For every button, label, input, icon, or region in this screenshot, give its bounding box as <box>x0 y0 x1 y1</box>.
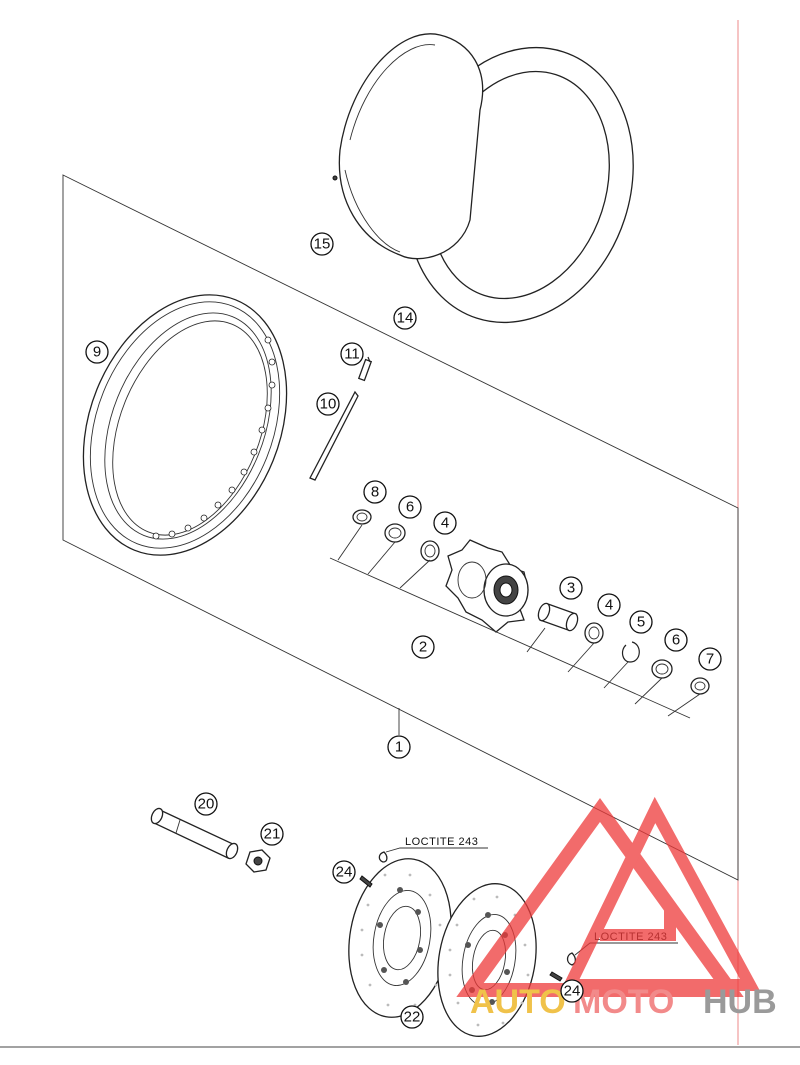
seal-part-4b <box>584 622 604 644</box>
watermark-word-auto: AUTO <box>470 983 566 1021</box>
svg-text:15: 15 <box>314 236 331 253</box>
svg-text:20: 20 <box>198 796 215 813</box>
watermark-word-moto: MOTO <box>573 983 674 1021</box>
callout-1: 1 <box>387 735 411 759</box>
svg-text:8: 8 <box>371 484 379 501</box>
svg-text:24: 24 <box>336 864 353 881</box>
callout-21: 21 <box>260 822 284 846</box>
callout-8: 8 <box>363 480 387 504</box>
svg-text:9: 9 <box>93 344 101 361</box>
screw-part-24a <box>359 851 388 888</box>
svg-text:10: 10 <box>320 396 337 413</box>
svg-text:2: 2 <box>419 639 427 656</box>
watermark-word-hub: HUB <box>703 983 777 1021</box>
ring-part-6b <box>651 659 673 679</box>
nut-part-21 <box>245 849 271 873</box>
seal-part-4a <box>420 540 440 562</box>
callout-7: 7 <box>698 647 722 671</box>
svg-text:11: 11 <box>344 346 360 363</box>
callout-20: 20 <box>194 792 218 816</box>
svg-text:6: 6 <box>672 632 680 649</box>
loctite-label-1: LOCTITE 243 <box>405 836 478 848</box>
svg-text:3: 3 <box>567 580 575 597</box>
axle-part-20 <box>150 807 239 860</box>
callout-6a: 6 <box>398 495 422 519</box>
callout-24a: 24 <box>332 860 356 884</box>
callout-4a: 4 <box>433 511 457 535</box>
svg-text:5: 5 <box>637 614 645 631</box>
ring-part-6a <box>384 523 406 543</box>
svg-text:21: 21 <box>264 826 281 843</box>
callout-24b: 24 <box>560 979 584 1003</box>
svg-text:7: 7 <box>706 651 714 668</box>
callout-2: 2 <box>411 635 435 659</box>
callout-14: 14 <box>393 306 417 330</box>
valve-part-11 <box>357 356 373 382</box>
svg-text:6: 6 <box>406 499 414 516</box>
hub-part-2 <box>445 539 529 633</box>
svg-text:22: 22 <box>404 1009 421 1026</box>
callout-6b: 6 <box>664 628 688 652</box>
callout-4b: 4 <box>597 593 621 617</box>
watermark-text: AUTO MOTO HUB <box>470 983 777 1021</box>
rim-part-9 <box>82 294 288 556</box>
hub-leader-lines <box>329 524 701 735</box>
svg-text:4: 4 <box>441 515 449 532</box>
assembly-panel-outline <box>62 174 739 881</box>
callout-22: 22 <box>400 1005 424 1029</box>
loctite-note-1: LOCTITE 243 <box>385 836 488 853</box>
spoke-part-10 <box>309 390 359 481</box>
spacer-part-3 <box>537 602 579 632</box>
svg-text:1: 1 <box>395 739 403 756</box>
bearing-part-8 <box>352 509 372 525</box>
rim-band-part-15 <box>332 33 484 260</box>
callout-15: 15 <box>310 232 334 256</box>
circlip-part-5 <box>621 641 640 663</box>
svg-text:24: 24 <box>564 983 581 1000</box>
callout-11: 11 <box>340 342 364 366</box>
svg-text:14: 14 <box>397 310 414 327</box>
callout-10: 10 <box>316 392 340 416</box>
svg-text:4: 4 <box>605 597 613 614</box>
bearing-part-7 <box>690 677 710 695</box>
callout-3: 3 <box>559 576 583 600</box>
watermark-logo <box>456 796 761 997</box>
callout-9: 9 <box>85 340 109 364</box>
callout-5: 5 <box>629 610 653 634</box>
